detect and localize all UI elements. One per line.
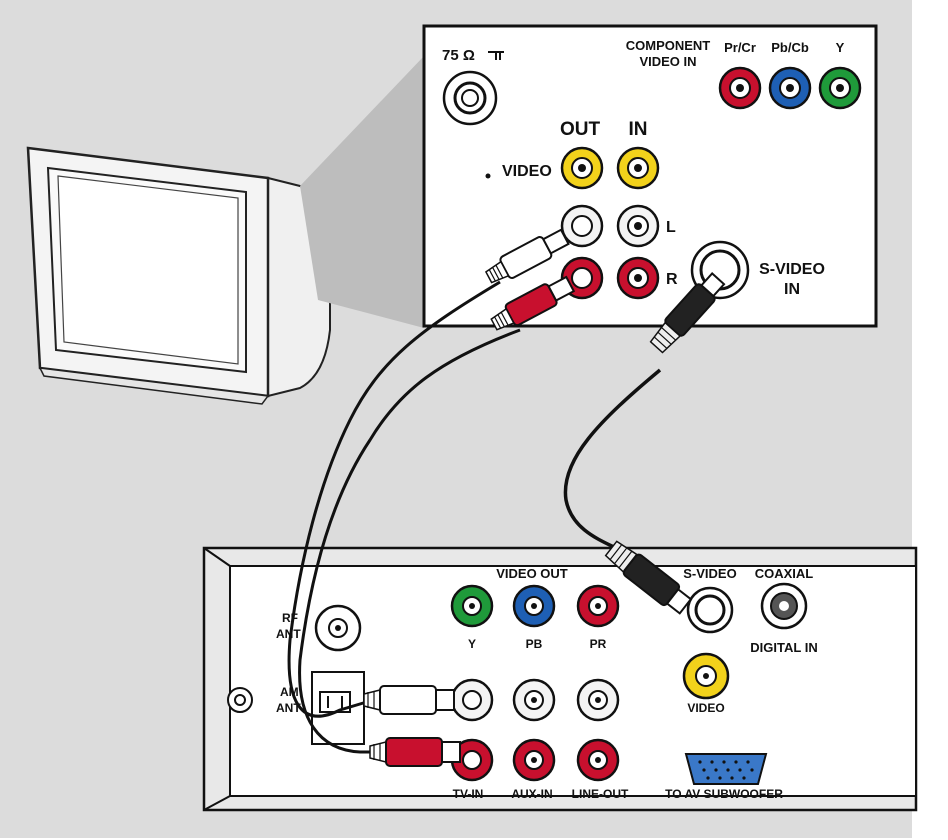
red-audio-cable [298, 328, 521, 754]
receiver-pr-jack[interactable] [576, 584, 620, 628]
receiver-coaxial-jack[interactable] [760, 582, 808, 630]
red-plug-at-tv [490, 275, 576, 331]
video-dot-icon [485, 173, 491, 179]
tv-y-label: Y [836, 40, 845, 55]
tv-y-jack[interactable] [818, 66, 862, 110]
tv-r-label: R [666, 271, 678, 288]
tv-antenna-jack[interactable] [442, 70, 498, 126]
receiver-svideo-jack[interactable] [686, 586, 734, 634]
tv-illustration [26, 146, 331, 405]
tv-svideo-label-line1: S-VIDEO [759, 261, 825, 278]
aux-in-label: AUX-IN [511, 787, 552, 801]
svideo-cable [563, 368, 662, 552]
component-label-line2: VIDEO IN [639, 54, 696, 69]
mounting-screw-icon [227, 687, 253, 713]
component-label-line1: COMPONENT [626, 38, 711, 53]
tv-audio-l-out-jack[interactable] [560, 204, 604, 248]
receiver-tv-in-l-jack[interactable] [450, 678, 494, 722]
receiver-line-out-r-jack[interactable] [576, 738, 620, 782]
out-label: OUT [560, 119, 601, 140]
receiver-pb-jack[interactable] [512, 584, 556, 628]
receiver-video-jack[interactable] [682, 652, 730, 700]
white-audio-cable [287, 280, 501, 718]
svideo-plug-at-receiver [604, 540, 693, 615]
white-plug-at-receiver [363, 685, 455, 715]
receiver-aux-in-l-jack[interactable] [512, 678, 556, 722]
receiver-pr-label: PR [590, 637, 607, 651]
subwoofer-vga-port[interactable] [684, 753, 768, 785]
zoom-cone [300, 56, 424, 328]
tv-back-panel: 75 Ω COMPONENT VIDEO IN Pr/Cr Pb/Cb Y [422, 24, 878, 328]
tv-svideo-label-line2: IN [784, 281, 800, 298]
tv-pr-jack[interactable] [718, 66, 762, 110]
receiver-line-out-l-jack[interactable] [576, 678, 620, 722]
am-label-line1: AM [280, 685, 299, 699]
receiver-back-panel: RF ANT AM ANT VIDEO OUT [202, 546, 918, 812]
coaxial-label: COAXIAL [755, 566, 814, 581]
receiver-y-jack[interactable] [450, 584, 494, 628]
tv-pr-label: Pr/Cr [724, 40, 756, 55]
tv-pb-label: Pb/Cb [771, 40, 809, 55]
tv-pb-jack[interactable] [768, 66, 812, 110]
antenna-label: 75 Ω [442, 47, 475, 64]
line-out-label: LINE-OUT [572, 787, 629, 801]
am-label-line2: ANT [276, 701, 301, 715]
subwoofer-label: TO AV SUBWOOFER [665, 787, 783, 801]
tv-video-label: VIDEO [502, 163, 552, 180]
red-plug-at-receiver [369, 737, 461, 767]
audio-cables [287, 280, 521, 754]
tv-video-in-jack[interactable] [616, 146, 660, 190]
receiver-aux-in-r-jack[interactable] [512, 738, 556, 782]
receiver-video-label: VIDEO [687, 701, 724, 715]
ground-symbol-icon [488, 51, 504, 60]
tv-audio-r-in-jack[interactable] [616, 256, 660, 300]
receiver-svideo-label: S-VIDEO [683, 566, 736, 581]
digital-in-label: DIGITAL IN [750, 640, 817, 655]
tv-l-label: L [666, 219, 676, 236]
tv-audio-l-in-jack[interactable] [616, 204, 660, 248]
receiver-am-terminal[interactable] [311, 671, 365, 745]
video-out-label: VIDEO OUT [496, 566, 568, 581]
in-label: IN [629, 119, 648, 140]
receiver-pb-label: PB [526, 637, 543, 651]
rf-label-line1: RF [282, 611, 298, 625]
white-plug-at-tv [484, 228, 570, 284]
rf-label-line2: ANT [276, 627, 301, 641]
receiver-y-label: Y [468, 637, 476, 651]
tv-in-label: TV-IN [453, 787, 484, 801]
tv-video-out-jack[interactable] [560, 146, 604, 190]
svideo-plug-at-tv [649, 272, 726, 354]
receiver-rf-jack[interactable] [314, 604, 362, 652]
